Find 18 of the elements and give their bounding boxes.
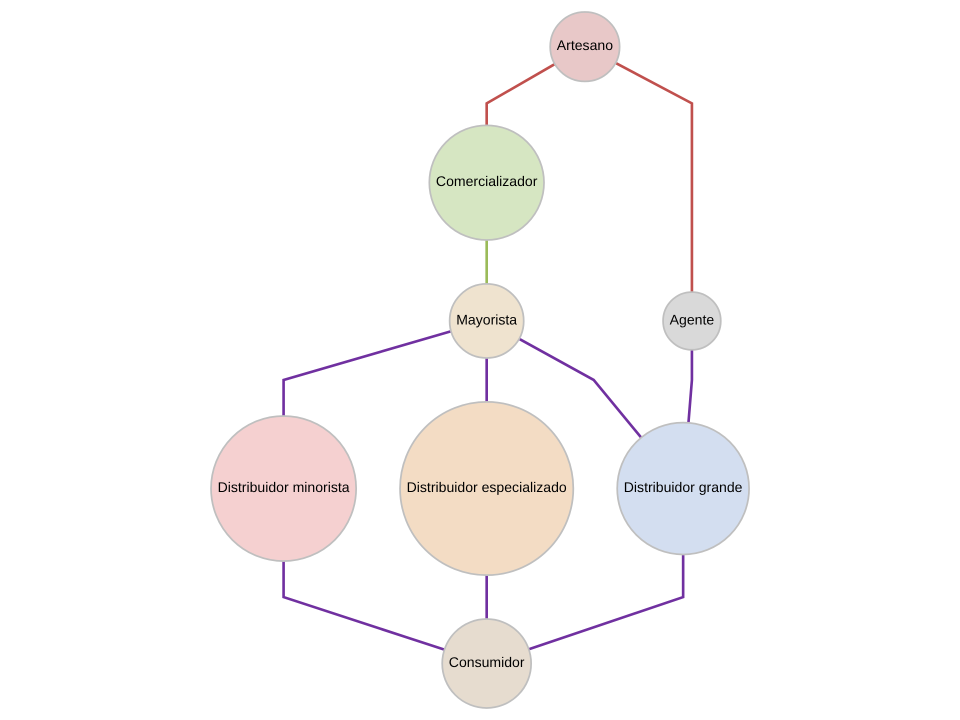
node-circle: Artesano — [549, 11, 620, 82]
connector — [485, 358, 488, 402]
connector — [282, 561, 445, 651]
connector — [485, 62, 556, 126]
node-circle: Distribuidor grande — [616, 422, 750, 556]
node-circle: Agente — [662, 291, 722, 351]
connector — [528, 554, 684, 651]
node-circle: Consumidor — [441, 618, 532, 709]
node-circle: Mayorista — [448, 283, 525, 359]
connector — [282, 330, 452, 416]
connector — [485, 575, 488, 620]
connector — [614, 62, 694, 292]
connector — [518, 338, 642, 438]
node-circle: Distribuidor especializado — [399, 401, 574, 576]
connector — [687, 350, 694, 423]
connector — [485, 240, 488, 284]
node-circle: Comercializador — [428, 124, 545, 241]
node-circle: Distribuidor minorista — [210, 415, 357, 562]
